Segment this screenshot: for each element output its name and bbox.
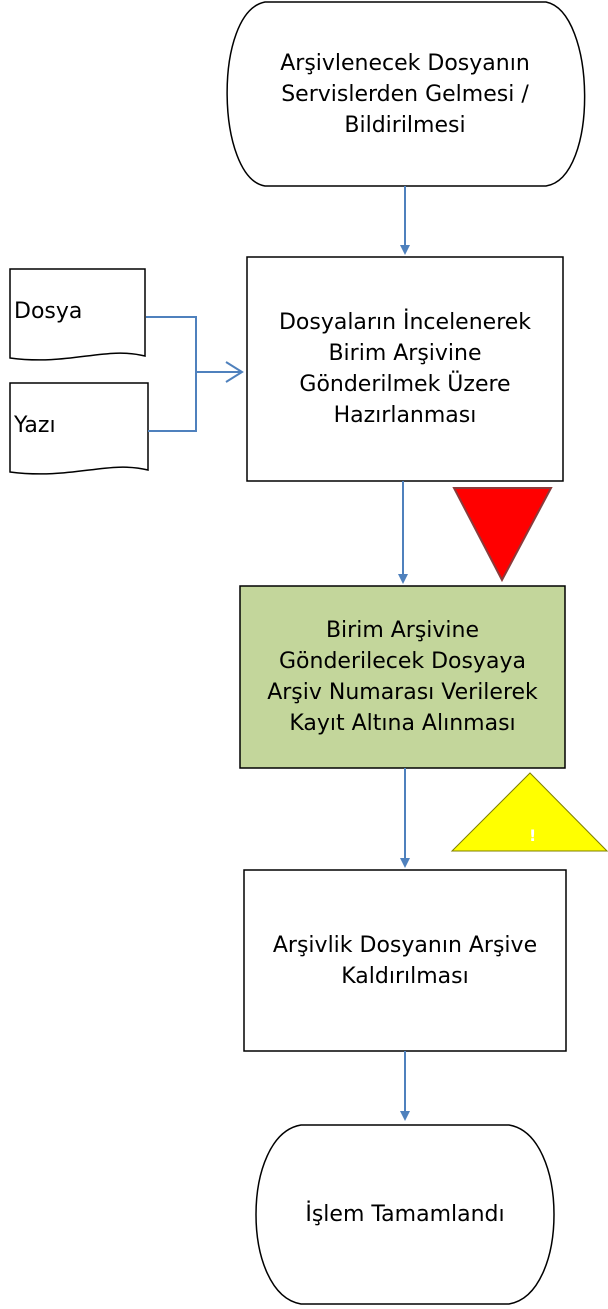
connector-dosya xyxy=(146,316,197,372)
document-dosya-shape xyxy=(9,268,146,361)
document-yazi-label: Yazı xyxy=(14,413,56,438)
register-process-box xyxy=(239,585,566,769)
archive-process-label: Arşivlik Dosyanın Arşive Kaldırılması xyxy=(272,932,538,989)
warning-triangle xyxy=(450,772,608,852)
connector-documents-arrowhead xyxy=(225,361,244,383)
end-terminator-shape xyxy=(255,1124,555,1305)
stop-triangle xyxy=(452,487,553,583)
warning-exclamation: ! xyxy=(529,826,537,845)
review-process-box xyxy=(246,256,564,482)
review-process-label: Dosyaların İncelenerek Birim Arşivine Gö… xyxy=(278,310,532,428)
start-terminator-shape xyxy=(226,1,586,187)
document-yazi-shape xyxy=(9,382,149,475)
end-terminator-label: İşlem Tamamlandı xyxy=(305,1202,505,1227)
register-process-label: Birim Arşivine Gönderilecek Dosyaya Arşi… xyxy=(267,618,538,736)
start-terminator-label: Arşivlenecek Dosyanın Servislerden Gelme… xyxy=(280,50,530,138)
connector-yazi xyxy=(148,372,197,432)
archive-process-box xyxy=(243,869,567,1052)
document-dosya-label: Dosya xyxy=(14,299,83,324)
